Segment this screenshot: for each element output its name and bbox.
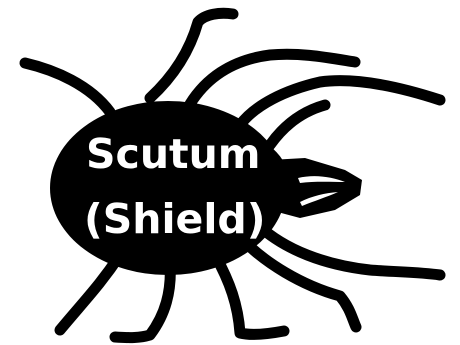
leg-upper-left-2 (150, 13, 233, 98)
tick-body (50, 101, 362, 275)
capitulum (270, 158, 362, 218)
scutum-label-line-1: Scutum (86, 130, 261, 178)
leg-upper-left-1 (25, 63, 110, 112)
scutum-label-line-2: (Shield) (84, 195, 265, 243)
leg-lower-left-1 (60, 255, 120, 330)
leg-upper-mid-2 (240, 81, 440, 125)
leg-upper-right (270, 105, 325, 145)
